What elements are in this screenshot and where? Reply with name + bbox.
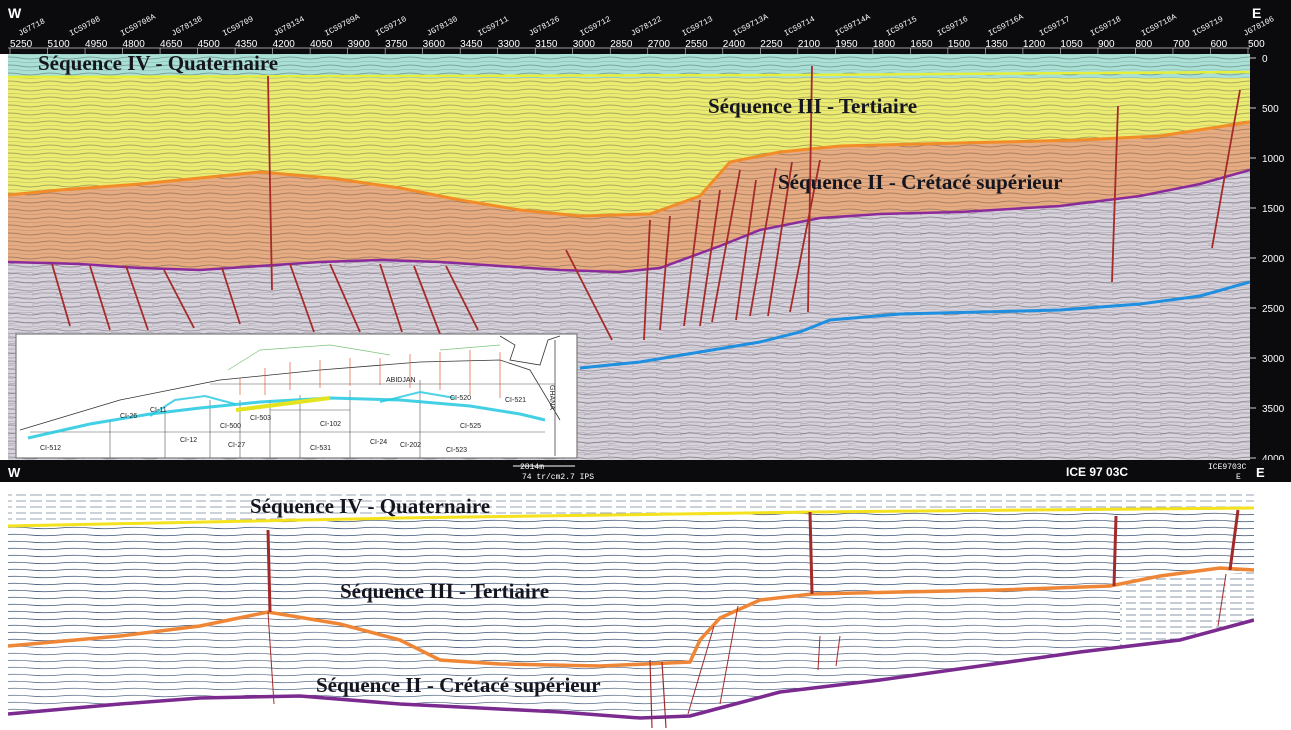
shotpoint-label: 3000 [573,39,596,50]
interpretation-panel [8,490,1254,730]
shotpoint-label: 1800 [873,39,896,50]
map-block-label: CI-520 [450,395,471,402]
cretace-base-horizon [8,168,1250,274]
map-block-label: CI-102 [320,421,341,428]
shotpoint-label: 900 [1098,39,1115,50]
interp-label-quaternaire: Séquence IV - Quaternaire [250,494,490,518]
shotpoint-label: 4050 [310,39,333,50]
shotpoint-label: 3300 [498,39,521,50]
interp-quaternaire-base [8,506,1254,528]
interp-label-cretace: Séquence II - Crétacé supérieur [316,673,601,697]
seismic-label-quaternaire: Séquence IV - Quaternaire [38,51,278,75]
map-block-label: CI-24 [370,439,387,446]
shotpoint-label: 700 [1173,39,1190,50]
header-east-label: E [1252,5,1261,21]
shotpoint-label: 2850 [610,39,633,50]
shotpoint-label: 1350 [985,39,1008,50]
map-city-label: ABIDJAN [386,377,416,384]
shotpoint-label: 1500 [948,39,971,50]
map-block-label: CI-523 [446,447,467,454]
map-block-label: CI-202 [400,442,421,449]
line-code: ICE9703C [1208,463,1247,472]
interp-label-tertiaire: Séquence III - Tertiaire [340,579,549,603]
seismic-footer-bar: W E 2814m 74 tr/cm2.7 IPS ICE 97 03C ICE… [0,460,1291,482]
shotpoint-label: 1050 [1060,39,1083,50]
depth-tick-label: 1000 [1262,154,1285,165]
shotpoint-label: 500 [1248,39,1265,50]
map-block-label: CI-500 [220,423,241,430]
shotpoint-label: 3450 [460,39,483,50]
shotpoint-label: 2400 [723,39,746,50]
shotpoint-label: 5100 [48,39,71,50]
tertiaire-base-horizon [8,120,1250,218]
shotpoint-axis: 5250 5100 4950 4800 4650 4500 4350 4200 4050 3900… [9,39,1265,54]
footer-west-label: W [8,465,21,480]
shotpoint-label: 4800 [123,39,146,50]
depth-axis: 0 500 1000 1500 2000 2500 3000 3500 4000 [1250,54,1291,465]
shotpoint-label: 1950 [835,39,858,50]
seismic-label-cretace: Séquence II - Crétacé supérieur [778,170,1063,194]
seismic-label-tertiaire: Séquence III - Tertiaire [708,94,917,118]
map-block-label: CI-525 [460,423,481,430]
depth-tick-label: 0 [1262,54,1268,65]
scale-sub-label: 74 tr/cm2.7 IPS [522,473,594,482]
shotpoint-label: 4950 [85,39,108,50]
shotpoint-label: 5250 [10,39,33,50]
header-west-label: W [8,5,22,21]
depth-tick-label: 3000 [1262,354,1285,365]
map-block-label: CI-503 [250,415,271,422]
shotpoint-label: 4200 [273,39,296,50]
depth-tick-label: 2000 [1262,254,1285,265]
map-block-label: CI-12 [180,437,197,444]
shotpoint-label: 2100 [798,39,821,50]
shotpoint-label: 3750 [385,39,408,50]
line-code-e: E [1236,473,1241,482]
interp-fault-lines [266,509,1240,729]
shotpoint-label: 800 [1135,39,1152,50]
basement-horizon [579,280,1250,370]
map-block-label: CI-11 [150,407,167,414]
shotpoint-label: 4350 [235,39,258,50]
depth-tick-label: 1500 [1262,204,1285,215]
shotpoint-label: 2550 [685,39,708,50]
shotpoint-label: 2700 [648,39,671,50]
fault-lines [51,65,1241,341]
scale-bar-label: 2814m [520,463,544,472]
shotpoint-label: 4650 [160,39,183,50]
shotpoint-label: 3900 [348,39,371,50]
shotpoint-label: 4500 [198,39,221,50]
shotpoint-label: 600 [1210,39,1227,50]
seismic-header-bar: W E 5250 5100 4950 4800 4650 4500 4350 4200 4050… [0,0,1291,54]
shotpoint-label: 1200 [1023,39,1046,50]
depth-tick-label: 4000 [1262,454,1285,465]
map-block-label: CI-521 [505,397,526,404]
map-country-label: GHANA [548,385,555,410]
map-block-label: CI-531 [310,445,331,452]
depth-tick-label: 2500 [1262,304,1285,315]
shotpoint-label: 3600 [423,39,446,50]
interp-tertiaire-base [8,566,1254,668]
shotpoint-label: 3150 [535,39,558,50]
depth-tick-label: 500 [1262,104,1279,115]
map-block-label: CI-512 [40,445,61,452]
footer-east-label: E [1256,465,1265,480]
shotpoint-label: 1650 [910,39,933,50]
map-block-label: CI-26 [120,413,137,420]
quaternaire-base-horizon [8,70,1250,79]
line-name: ICE 97 03C [1066,465,1128,479]
depth-tick-label: 3500 [1262,404,1285,415]
map-block-label: CI-27 [228,442,245,449]
shotpoint-label: 2250 [760,39,783,50]
